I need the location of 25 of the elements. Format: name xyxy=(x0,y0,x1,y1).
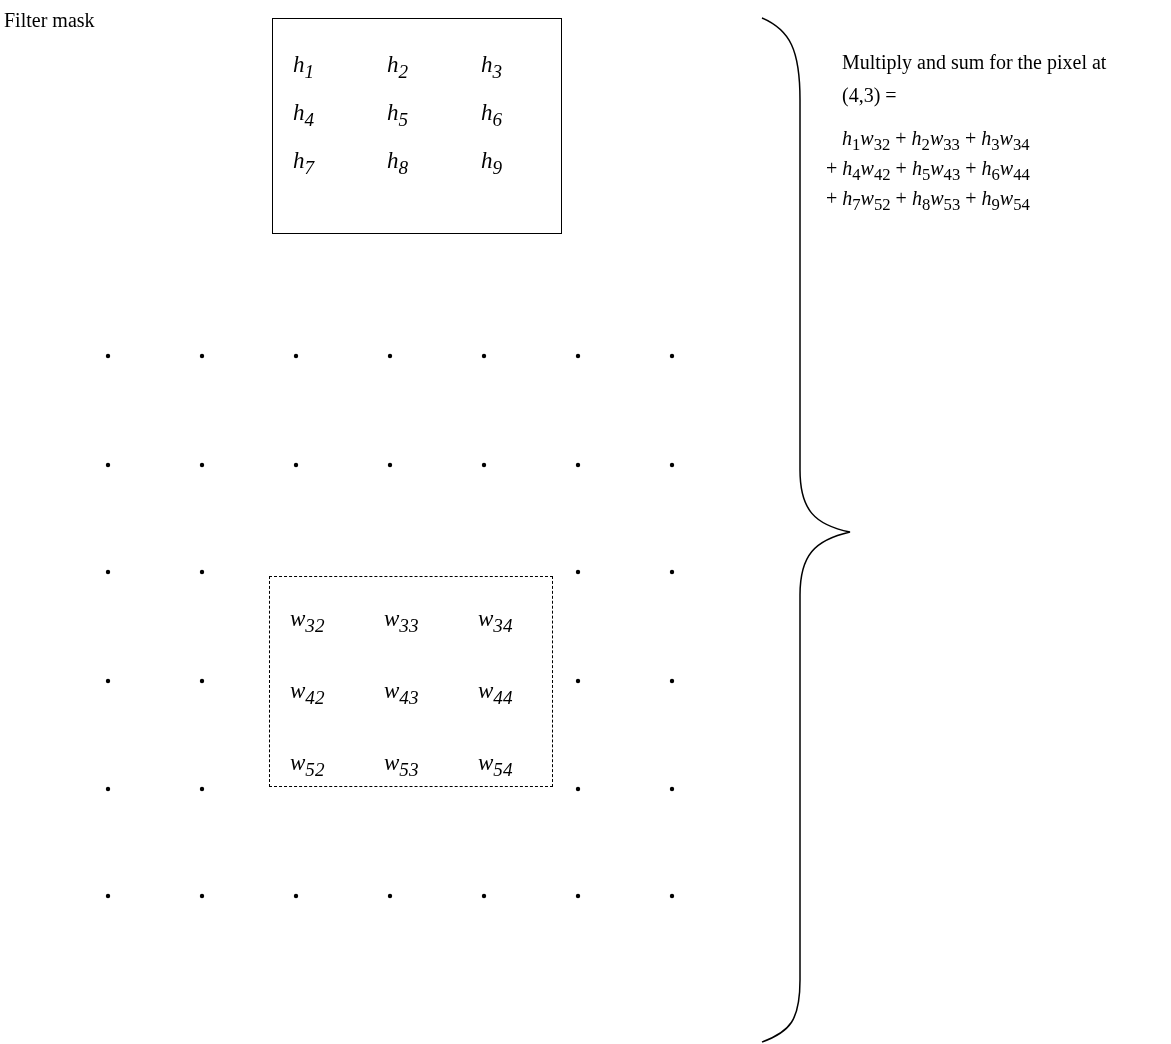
caption-text: Filter mask xyxy=(4,8,95,32)
matrix-entry: h$_{3}$ xyxy=(481,53,503,81)
matrix-entry: w$_{54}$ xyxy=(478,751,513,779)
matrix-entry: h$_{1}$ xyxy=(293,53,315,81)
formula-line: h$_{1}$w$_{32}$ + h$_{2}$w$_{33}$ + h$_{3}$w$_{34}$ xyxy=(842,126,1030,155)
description-text: Multiply and sum for the pixel at (4,3) = xyxy=(842,50,1108,109)
matrix-entry: h$_{7}$ xyxy=(293,149,315,177)
formula-line: + h$_{7}$w$_{52}$ + h$_{8}$w$_{53}$ + h$_{9}$w$_{54}$ xyxy=(826,186,1030,215)
matrix-entry: w$_{42}$ xyxy=(290,679,325,707)
matrix-entry: h$_{8}$ xyxy=(387,149,409,177)
matrix-entry: h$_{6}$ xyxy=(481,101,503,129)
filter-mask-box xyxy=(272,18,562,234)
matrix-entry: w$_{52}$ xyxy=(290,751,325,779)
matrix-entry: w$_{43}$ xyxy=(384,679,419,707)
matrix-entry: w$_{53}$ xyxy=(384,751,419,779)
matrix-entry: w$_{44}$ xyxy=(478,679,513,707)
matrix-entry: w$_{33}$ xyxy=(384,607,419,635)
matrix-entry: h$_{5}$ xyxy=(387,101,409,129)
matrix-entry: h$_{9}$ xyxy=(481,149,503,177)
matrix-entry: h$_{2}$ xyxy=(387,53,409,81)
formula-line: + h$_{4}$w$_{42}$ + h$_{5}$w$_{43}$ + h$_{6}$w$_{44}$ xyxy=(826,156,1030,185)
matrix-entry: h$_{4}$ xyxy=(293,101,315,129)
image-window-box xyxy=(269,576,553,787)
matrix-entry: w$_{32}$ xyxy=(290,607,325,635)
matrix-entry: w$_{34}$ xyxy=(478,607,513,635)
